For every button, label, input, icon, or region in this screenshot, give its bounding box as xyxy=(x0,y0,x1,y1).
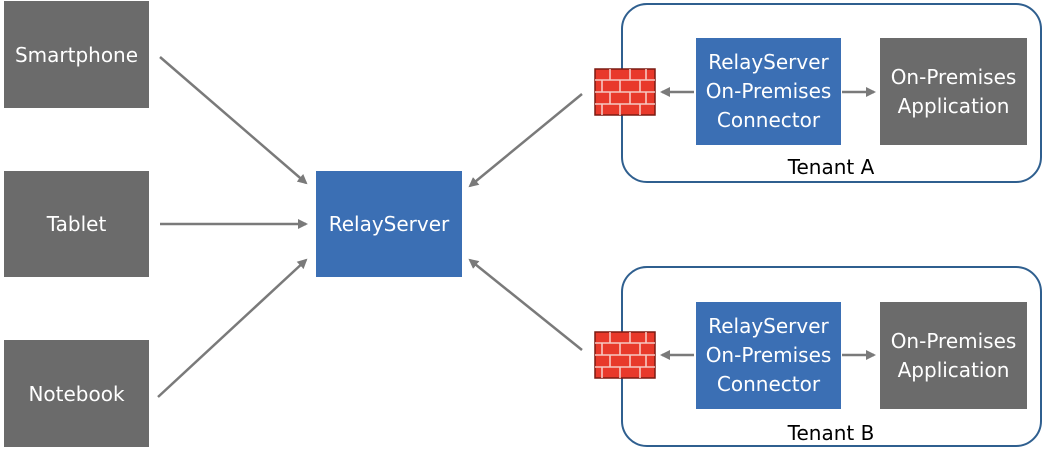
tenant-b-connector-box: RelayServer On-Premises Connector xyxy=(696,302,841,409)
arrow-smartphone-to-relay xyxy=(159,56,308,185)
connector-line-3: Connector xyxy=(716,372,821,396)
tablet-label: Tablet xyxy=(46,212,107,236)
arrow-tenant-b-to-relay xyxy=(468,258,583,351)
brick-wall-firewall-icon xyxy=(594,331,656,379)
notebook-label: Notebook xyxy=(28,381,125,406)
relay-server-label: RelayServer xyxy=(328,212,450,236)
smartphone-box: Smartphone xyxy=(4,1,149,108)
connector-line-1: RelayServer xyxy=(708,314,829,338)
tenant-b-application-box: On-Premises Application xyxy=(880,302,1027,409)
connector-line-3: Connector xyxy=(716,108,821,132)
connector-line-1: RelayServer xyxy=(708,50,829,74)
tenant-a-connector-box: RelayServer On-Premises Connector xyxy=(696,38,841,145)
app-line-1: On-Premises xyxy=(890,64,1017,89)
app-line-2: Application xyxy=(897,357,1010,382)
tenant-b-label: Tenant B xyxy=(787,421,875,445)
arrow-tenant-a-to-relay xyxy=(468,93,583,188)
connector-line-2: On-Premises xyxy=(705,343,832,367)
brick-wall-firewall-icon xyxy=(594,68,656,116)
smartphone-label: Smartphone xyxy=(14,42,139,67)
tenant-a-application-box: On-Premises Application xyxy=(880,38,1027,145)
tenant-a-label: Tenant A xyxy=(787,155,875,179)
tablet-box: Tablet xyxy=(4,171,149,277)
app-line-2: Application xyxy=(897,93,1010,118)
connector-line-2: On-Premises xyxy=(705,79,832,103)
arrow-notebook-to-relay xyxy=(157,258,308,398)
relay-server-box: RelayServer xyxy=(316,171,462,277)
app-line-1: On-Premises xyxy=(890,328,1017,353)
notebook-box: Notebook xyxy=(4,340,149,447)
